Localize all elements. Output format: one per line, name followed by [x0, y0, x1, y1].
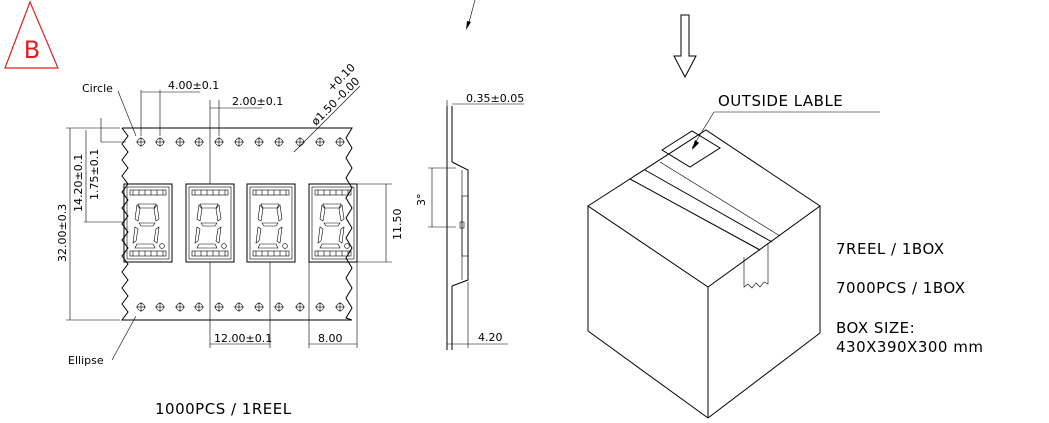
- tape-side-view: [428, 100, 524, 350]
- pocket-height-dim: 11.50: [391, 209, 404, 241]
- box-size-value: 430X390X300 mm: [836, 338, 983, 356]
- shipping-box: [587, 111, 880, 419]
- hole-to-pocket-dim: 2.00±0.1: [232, 95, 283, 108]
- depth-dim: 4.20: [478, 331, 503, 344]
- led-display-component: [123, 183, 173, 263]
- pocket-offset-dim: 14.20±0.1: [72, 154, 85, 212]
- arrow-head: [466, 21, 471, 30]
- hole-diameter-dim: ø1.50: [309, 97, 340, 128]
- sprocket-holes-top: [135, 136, 346, 148]
- thickness-dim: 0.35±0.05: [466, 92, 524, 105]
- pieces-per-box: 7000PCS / 1BOX: [836, 279, 966, 297]
- led-display-component: [308, 183, 358, 263]
- tape-dimensions: [66, 85, 392, 361]
- circle-label: Circle: [82, 82, 113, 95]
- pocket-width-dim: 8.00: [318, 332, 343, 345]
- sprocket-holes-bottom: [135, 301, 346, 313]
- box-size-title: BOX SIZE:: [836, 319, 915, 337]
- reels-per-box: 7REEL / 1BOX: [836, 240, 945, 258]
- revision-triangle: B: [4, 0, 59, 69]
- revision-letter: B: [24, 36, 40, 64]
- led-display-component: [185, 183, 235, 263]
- led-display-component: [246, 183, 296, 263]
- ellipse-label: Ellipse: [68, 354, 104, 367]
- hole-pitch-dim: 4.00±0.1: [168, 79, 219, 92]
- angle-dim: 3°: [415, 194, 428, 207]
- hole-edge-offset-dim: 1.75±0.1: [88, 149, 101, 200]
- pocket-pitch-dim: 12.00±0.1: [214, 332, 272, 345]
- tape-width-dim: 32.00±0.3: [56, 204, 69, 262]
- outside-label-callout: OUTSIDE LABLE: [718, 92, 843, 110]
- carrier-tape: [121, 127, 358, 321]
- down-arrow-icon: [673, 14, 697, 79]
- reel-caption: 1000PCS / 1REEL: [155, 400, 292, 418]
